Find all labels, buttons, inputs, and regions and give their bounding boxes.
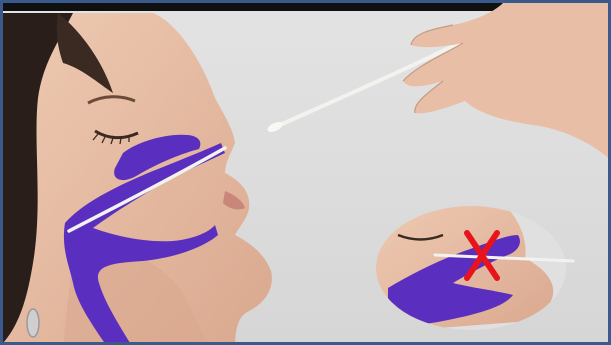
nasal-swab-illustration xyxy=(3,3,611,345)
hand-with-swab xyxy=(266,3,611,163)
earring xyxy=(27,309,39,337)
inset-incorrect-angle xyxy=(373,203,573,333)
swab-tip xyxy=(266,120,284,134)
hand xyxy=(403,3,611,163)
